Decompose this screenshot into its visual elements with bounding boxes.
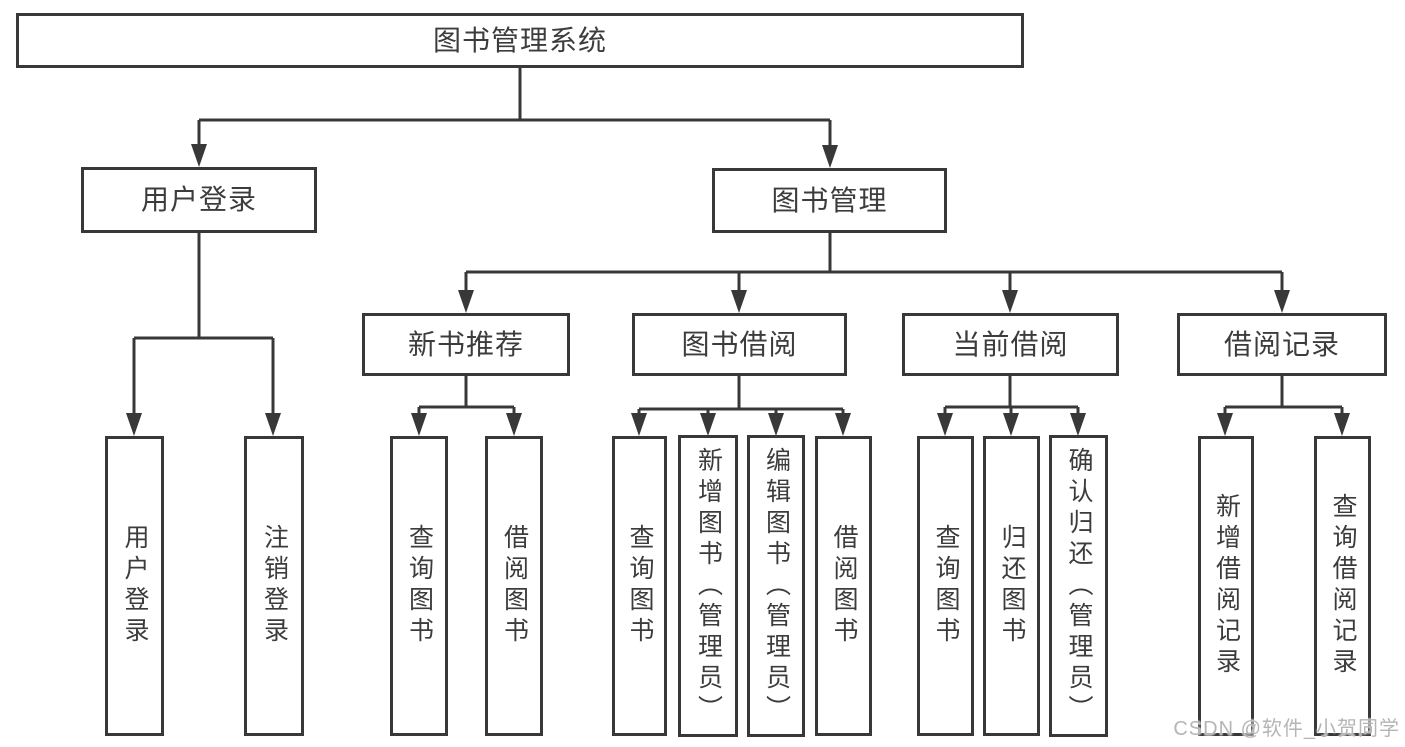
leaf-confirm-return-admin-label: 确认归还（管理员） xyxy=(1065,446,1093,726)
node-borrow-records: 借阅记录 xyxy=(1177,313,1387,376)
node-borrow-records-label: 借阅记录 xyxy=(1223,328,1340,360)
node-current-borrow: 当前借阅 xyxy=(902,313,1119,376)
node-root: 图书管理系统 xyxy=(16,13,1024,68)
leaf-current-query-books-label: 查询图书 xyxy=(932,524,960,648)
node-new-book-recommend-label: 新书推荐 xyxy=(407,328,524,360)
leaf-add-borrow-record-label: 新增借阅记录 xyxy=(1212,493,1241,679)
node-current-borrow-label: 当前借阅 xyxy=(952,328,1069,360)
leaf-logout-label: 注销登录 xyxy=(260,524,289,648)
leaf-edit-book-admin: 编辑图书（管理员） xyxy=(747,435,805,737)
leaf-edit-book-admin-label: 编辑图书（管理员） xyxy=(762,446,791,726)
node-book-management: 图书管理 xyxy=(712,168,947,233)
node-root-label: 图书管理系统 xyxy=(432,24,607,56)
leaf-add-book-admin-label: 新增图书（管理员） xyxy=(694,446,723,726)
leaf-logout: 注销登录 xyxy=(244,436,304,736)
leaf-user-login-label: 用户登录 xyxy=(121,524,149,648)
leaf-return-books: 归还图书 xyxy=(983,436,1040,736)
leaf-borrow-query-books-label: 查询图书 xyxy=(626,524,654,648)
leaf-borrow-books: 借阅图书 xyxy=(815,436,872,736)
node-user-login: 用户登录 xyxy=(81,167,317,233)
leaf-borrow-query-books: 查询图书 xyxy=(612,436,667,736)
leaf-confirm-return-admin: 确认归还（管理员） xyxy=(1049,435,1108,737)
leaf-recommend-query-books: 查询图书 xyxy=(390,436,448,736)
arrowheads xyxy=(126,144,1350,436)
leaf-add-book-admin: 新增图书（管理员） xyxy=(678,435,738,737)
leaf-return-books-label: 归还图书 xyxy=(998,524,1026,648)
node-book-borrow: 图书借阅 xyxy=(632,313,847,376)
leaf-add-borrow-record: 新增借阅记录 xyxy=(1198,436,1254,736)
leaf-current-query-books: 查询图书 xyxy=(917,436,974,736)
node-book-borrow-label: 图书借阅 xyxy=(681,328,798,360)
leaf-user-login: 用户登录 xyxy=(105,436,164,736)
leaf-recommend-query-books-label: 查询图书 xyxy=(405,524,434,648)
connector-lines xyxy=(132,68,1344,422)
node-user-login-label: 用户登录 xyxy=(140,184,257,215)
watermark: CSDN @软件_小贺同学 xyxy=(1173,718,1400,740)
node-book-management-label: 图书管理 xyxy=(771,184,888,216)
node-new-book-recommend: 新书推荐 xyxy=(362,313,570,376)
leaf-borrow-books-label: 借阅图书 xyxy=(830,524,858,648)
leaf-query-borrow-record-label: 查询借阅记录 xyxy=(1329,493,1357,679)
leaf-recommend-borrow-books-label: 借阅图书 xyxy=(500,524,529,648)
leaf-recommend-borrow-books: 借阅图书 xyxy=(485,436,543,736)
leaf-query-borrow-record: 查询借阅记录 xyxy=(1314,436,1371,736)
